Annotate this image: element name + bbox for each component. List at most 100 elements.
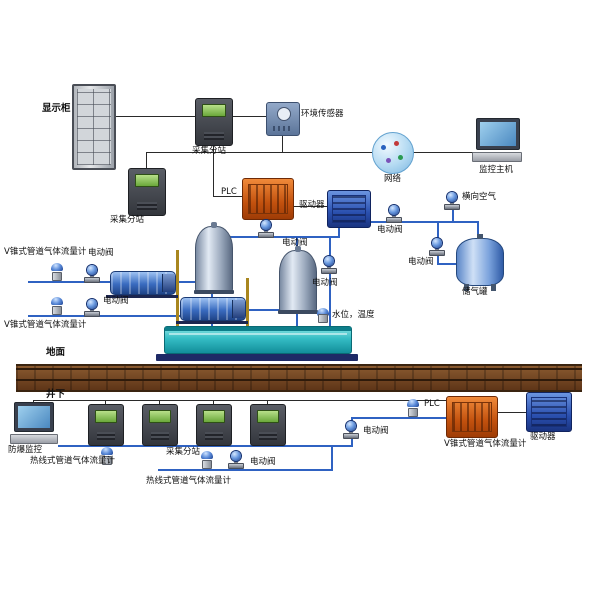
electric-valve-label: 电动阀 — [250, 457, 276, 467]
plc-box-bottom — [446, 396, 498, 438]
electric-valve-icon — [386, 205, 402, 223]
environment-sensor — [266, 102, 300, 136]
electric-valve-icon — [258, 220, 274, 238]
water-tank-base — [156, 354, 358, 361]
vcone-flowmeter-icon — [50, 297, 64, 315]
network-cloud — [372, 132, 414, 174]
network-node-icon — [386, 158, 391, 163]
env-sensor-label: 环境传感器 — [301, 109, 344, 119]
gas-pipe — [351, 417, 446, 419]
gas-pipe — [244, 309, 282, 311]
gas-pipe — [296, 309, 298, 330]
electric-valve-label: 电动阀 — [363, 426, 389, 436]
air-inlet-valve-icon — [444, 192, 460, 210]
exproof-monitor-keyboard — [10, 434, 58, 444]
network-label: 网络 — [384, 174, 402, 184]
hotwire-flowmeter-label: 热线式管道气体流量计 — [30, 456, 116, 466]
exproof-monitor-label: 防爆监控 — [8, 445, 43, 455]
yellow-pipe — [246, 278, 249, 350]
plc-box-top — [242, 178, 294, 220]
monitor-host-keyboard — [472, 152, 522, 162]
ground-label: 地面 — [46, 347, 66, 358]
water-tank — [164, 326, 352, 354]
comm-line — [496, 412, 526, 413]
driver-label: 驱动器 — [299, 200, 325, 210]
hotwire-flowmeter-icon — [100, 447, 114, 465]
driver-box-top — [327, 190, 371, 228]
vacuum-pump-1 — [110, 271, 176, 295]
substation-label: 采集分站 — [166, 447, 201, 457]
collection-substation-u1 — [88, 404, 124, 446]
comm-line — [231, 116, 267, 117]
underground-label: 井下 — [46, 389, 66, 400]
vcone-flowmeter-label: V锥式管道气体流量计 — [444, 439, 527, 449]
gas-pipe — [28, 315, 182, 317]
plc-label: PLC — [424, 399, 440, 409]
comm-line — [267, 400, 268, 405]
exproof-monitor-screen — [14, 402, 54, 432]
brick-wall — [16, 364, 582, 392]
driver-box-bottom — [526, 392, 572, 432]
yellow-pipe — [176, 250, 179, 332]
electric-valve-label: 电动阀 — [103, 296, 129, 306]
electric-valve-label: 电动阀 — [88, 248, 114, 258]
electric-valve-icon — [429, 238, 445, 256]
lateral-air-label: 横向空气 — [462, 192, 497, 202]
comm-line — [213, 144, 214, 197]
gas-pipe — [338, 221, 479, 223]
comm-line — [146, 152, 372, 153]
separator-vessel-2 — [278, 246, 318, 314]
vacuum-pump-2 — [180, 297, 246, 321]
vcone-flowmeter-icon — [50, 263, 64, 281]
collection-substation-u4 — [250, 404, 286, 446]
level-temp-label: 水位，温度 — [332, 310, 375, 320]
comm-line — [282, 134, 283, 152]
electric-valve-label: 电动阀 — [312, 278, 338, 288]
vcone-flowmeter-icon — [406, 399, 420, 417]
electric-valve-icon — [84, 299, 100, 317]
network-node-icon — [398, 155, 403, 160]
gas-pipe — [329, 236, 331, 328]
hotwire-flowmeter-label: 热线式管道气体流量计 — [146, 476, 232, 486]
level-temp-sensor-icon — [316, 308, 329, 323]
separator-vessel-1 — [194, 222, 234, 294]
collection-substation-u2 — [142, 404, 178, 446]
comm-line — [105, 400, 106, 405]
monitor-host-label: 监控主机 — [479, 165, 514, 175]
substation-label: 采集分站 — [110, 215, 145, 225]
monitor-host-screen — [476, 118, 520, 150]
gas-pipe — [158, 469, 333, 471]
gas-tank-label: 储气罐 — [462, 287, 488, 297]
driver-label: 驱动器 — [530, 432, 556, 442]
collection-substation-u3 — [196, 404, 232, 446]
vcone-flowmeter-label: V锥式管道气体流量计 — [4, 247, 87, 257]
electric-valve-label: 电动阀 — [408, 257, 434, 267]
hotwire-flowmeter-icon — [200, 451, 214, 469]
comm-line — [292, 206, 327, 207]
electric-valve-icon — [343, 421, 359, 439]
electric-valve-label: 电动阀 — [282, 238, 308, 248]
plc-label: PLC — [221, 187, 237, 197]
gas-pipe — [477, 221, 479, 239]
gas-pipe — [437, 263, 457, 265]
air-inlet-pipe — [452, 210, 454, 222]
gas-storage-tank — [456, 234, 504, 291]
gas-pipe — [58, 445, 352, 447]
vcone-flowmeter-label: V锥式管道气体流量计 — [4, 320, 87, 330]
electric-valve-icon — [321, 256, 337, 274]
pump-base — [176, 321, 248, 324]
comm-line — [33, 400, 470, 401]
comm-line — [159, 400, 160, 405]
network-node-icon — [381, 145, 386, 150]
comm-line — [213, 400, 214, 405]
collection-substation-left — [128, 168, 166, 216]
comm-line — [112, 116, 195, 117]
display-cabinet-label: 显示柜 — [42, 103, 71, 114]
network-node-icon — [394, 141, 399, 146]
gas-pipe — [174, 281, 198, 283]
comm-line — [412, 152, 474, 153]
electric-valve-label: 电动阀 — [377, 225, 403, 235]
gas-pipe — [213, 236, 340, 238]
comm-line — [146, 152, 147, 168]
